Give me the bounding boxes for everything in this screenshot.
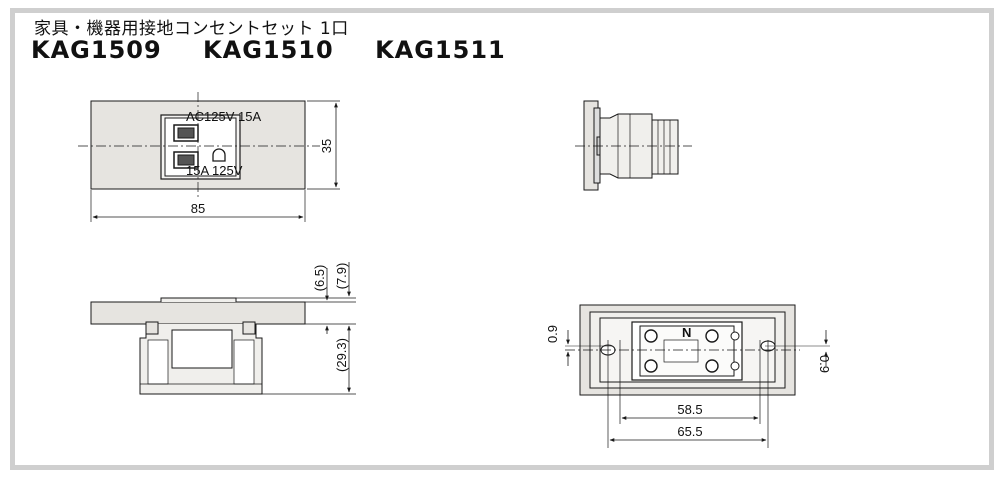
terminal-hole bbox=[644, 359, 658, 373]
product-subtitle: 家具・機器用接地コンセントセット 1口 bbox=[34, 19, 349, 39]
section-plate bbox=[90, 301, 306, 325]
side-view bbox=[575, 100, 692, 191]
offset-right-dimension: 0.9 bbox=[817, 355, 832, 373]
model-numbers: KAG1509 KAG1510 KAG1511 bbox=[31, 36, 538, 64]
dimension-7-9: (7.9) bbox=[334, 263, 349, 290]
height-dimension: 35 bbox=[319, 139, 334, 153]
outlet-slot-bottom-inner bbox=[177, 154, 195, 166]
dimension-6-5: (6.5) bbox=[312, 265, 327, 292]
side-terminal-block bbox=[651, 119, 679, 175]
outer-pitch-dimension: 65.5 bbox=[677, 424, 702, 439]
depth-dimension: (29.3) bbox=[334, 338, 349, 372]
rear-view bbox=[565, 304, 830, 448]
ground-hole bbox=[212, 148, 226, 162]
terminal-hole bbox=[705, 359, 719, 373]
rating-label-bottom: 15A 125V bbox=[186, 163, 243, 178]
terminal-mark: N bbox=[682, 325, 691, 340]
rating-label-top: AC125V 15A bbox=[186, 109, 261, 124]
model-number: KAG1509 bbox=[31, 36, 162, 64]
outlet-slot-top-inner bbox=[177, 127, 195, 139]
model-number: KAG1510 bbox=[203, 36, 334, 64]
inner-pitch-dimension: 58.5 bbox=[677, 402, 702, 417]
front-view: AC125V 15A 15A 125V bbox=[78, 92, 340, 222]
model-number: KAG1511 bbox=[375, 36, 506, 64]
terminal-hole bbox=[644, 329, 658, 343]
section-view bbox=[90, 262, 356, 395]
width-dimension: 85 bbox=[191, 201, 205, 216]
terminal-hole bbox=[705, 329, 719, 343]
offset-left-dimension: 0.9 bbox=[545, 325, 560, 343]
